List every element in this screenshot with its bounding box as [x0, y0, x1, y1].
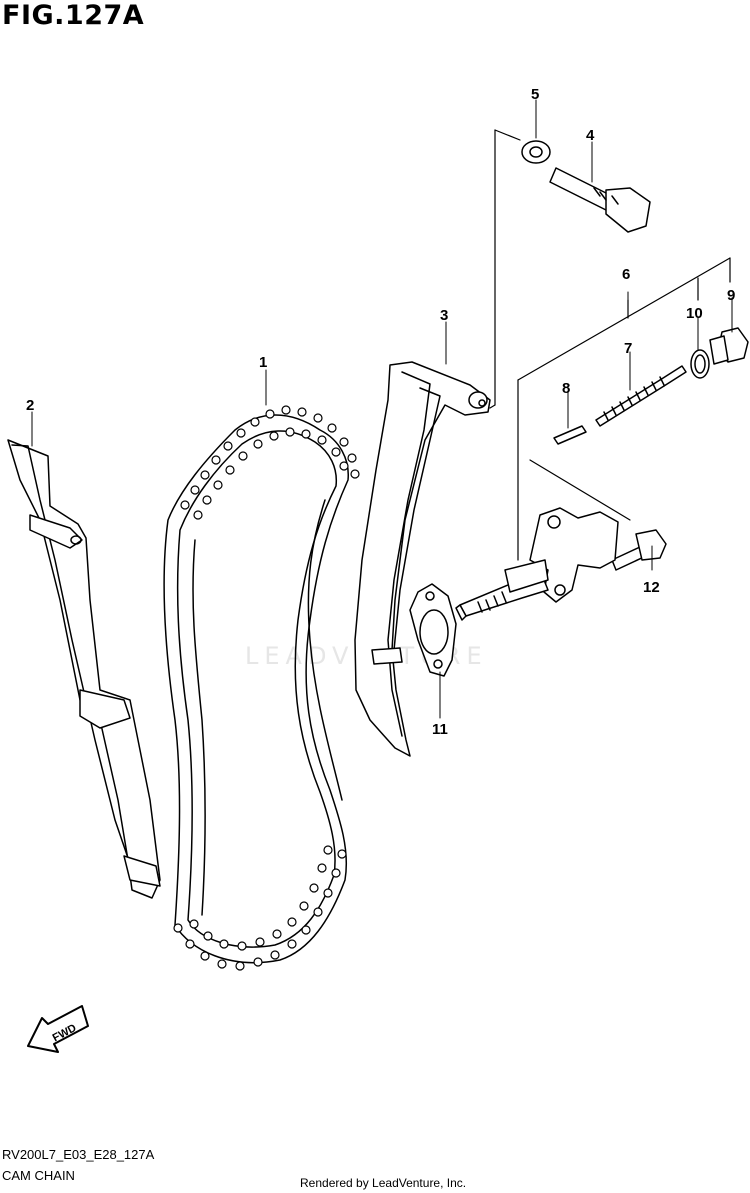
plug-part-9[interactable]: [709, 327, 749, 365]
gasket-part-11[interactable]: [409, 583, 457, 677]
tensioner-guide-part-3[interactable]: [354, 361, 491, 757]
chain-guide-part-2[interactable]: [7, 439, 161, 899]
bolt-part-12[interactable]: [611, 529, 667, 571]
spring-part-7[interactable]: [595, 365, 687, 427]
callout-3: 3: [440, 307, 448, 324]
gasket-part-10[interactable]: [690, 349, 710, 379]
pin-part-8[interactable]: [553, 425, 587, 445]
callout-2: 2: [26, 397, 34, 414]
callout-7: 7: [624, 340, 632, 357]
washer-part-5[interactable]: [521, 140, 551, 164]
callout-10: 10: [686, 305, 703, 322]
fwd-arrow-icon: [27, 1005, 89, 1053]
callout-8: 8: [562, 380, 570, 397]
bolt-part-4[interactable]: [549, 167, 651, 233]
callout-11: 11: [432, 721, 448, 738]
callout-12: 12: [643, 579, 660, 596]
rendered-by-credit: Rendered by LeadVenture, Inc.: [300, 1176, 467, 1190]
diagram-name: CAM CHAIN: [2, 1168, 75, 1183]
figure-title: FIG.127A: [2, 0, 145, 31]
leader-bracket-6: [517, 257, 731, 561]
diagram-code: RV200L7_E03_E28_127A: [2, 1147, 155, 1162]
cam-chain-part-1[interactable]: [163, 414, 349, 964]
callout-4: 4: [586, 127, 595, 144]
callout-6: 6: [622, 266, 630, 283]
tensioner-adjuster-body[interactable]: [455, 507, 619, 621]
leader-bracket-3-4-5: [489, 129, 521, 409]
leader-lines: [31, 99, 733, 719]
callout-9: 9: [727, 287, 735, 304]
callout-5: 5: [531, 86, 539, 103]
cam-chain-links: [173, 405, 360, 971]
callout-1: 1: [259, 354, 267, 371]
